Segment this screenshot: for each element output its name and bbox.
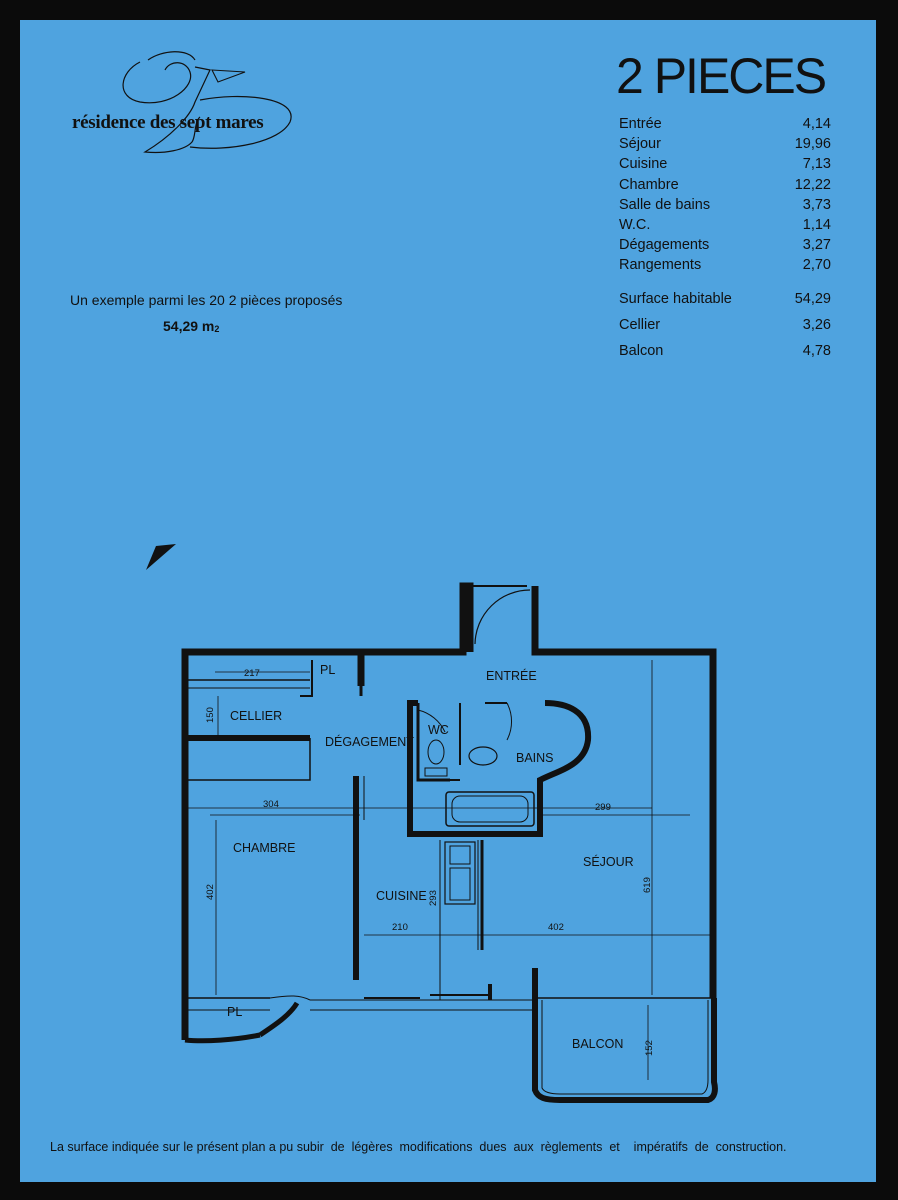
example-caption: Un exemple parmi les 20 2 pièces proposé… [70, 292, 343, 308]
summary-label: Surface habitable [619, 291, 732, 307]
summary-row: Cellier 3,26 [619, 314, 831, 340]
dim-217: 217 [244, 668, 260, 679]
brochure-sheet: résidence des sept mares 2 PIECES Entrée… [20, 20, 876, 1182]
summary-label: Cellier [619, 317, 661, 333]
room-label-sejour: SÉJOUR [583, 854, 634, 869]
area-label: Cuisine [619, 156, 668, 173]
area-value: 19,96 [794, 136, 831, 153]
area-value: 3,73 [802, 196, 831, 213]
room-label-cuisine: CUISINE [376, 889, 427, 903]
area-row: Séjour 19,96 [619, 134, 831, 154]
room-label-balcon: BALCON [572, 1037, 623, 1051]
north-arrow-icon [146, 544, 176, 570]
page-title: 2 PIECES [616, 48, 827, 104]
area-row: Chambre 12,22 [619, 175, 831, 195]
summary-value: 4,78 [802, 343, 831, 359]
area-row: Cuisine 7,13 [619, 154, 831, 174]
dim-402-bottom: 402 [548, 922, 564, 933]
area-row: W.C. 1,14 [619, 215, 831, 235]
area-row: Entrée 4,14 [619, 114, 831, 134]
logo-swirl [122, 51, 292, 154]
area-label: Séjour [619, 136, 661, 153]
summary-label: Balcon [619, 343, 664, 359]
area-value: 12,22 [794, 176, 831, 193]
dim-402-left: 402 [205, 884, 216, 900]
area-label: Dégagements [619, 237, 710, 254]
area-row: Salle de bains 3,73 [619, 195, 831, 215]
summary-row: Balcon 4,78 [619, 340, 831, 366]
dim-293: 293 [428, 890, 439, 906]
dim-152: 152 [644, 1040, 655, 1056]
area-label: Rangements [619, 257, 702, 274]
dim-304: 304 [263, 799, 279, 810]
area-value: 4,14 [802, 116, 831, 132]
area-value: 7,13 [802, 156, 831, 173]
footer-note: La surface indiquée sur le présent plan … [50, 1140, 787, 1154]
area-label: Entrée [619, 116, 662, 132]
room-label-wc: WC [428, 723, 449, 737]
dim-210: 210 [392, 922, 408, 933]
room-label-entree: ENTRÉE [486, 668, 537, 683]
area-value: 2,70 [802, 257, 831, 274]
room-label-pl-top: PL [320, 663, 335, 677]
brand-name: résidence des sept mares [72, 112, 264, 133]
area-row: Dégagements 3,27 [619, 235, 831, 255]
summary-table: Surface habitable 54,29 Cellier 3,26 Balco… [619, 288, 831, 366]
area-label: W.C. [619, 216, 651, 233]
area-row: Rangements 2,70 [619, 255, 831, 275]
dim-619: 619 [642, 877, 653, 893]
summary-value: 3,26 [802, 317, 831, 333]
dim-150: 150 [205, 707, 216, 723]
area-value: 3,27 [802, 237, 831, 254]
room-label-chambre: CHAMBRE [233, 841, 296, 855]
room-label-cellier: CELLIER [230, 709, 282, 723]
area-table: Entrée 4,14 Séjour 19,96 Cuisine 7,13 Chamb… [619, 114, 831, 276]
floor-plan: ENTRÉE CELLIER DÉGAGEMENT WC BAINS CHAMB… [146, 544, 718, 1103]
area-label: Salle de bains [619, 196, 711, 213]
area-label: Chambre [619, 176, 679, 193]
dim-299: 299 [595, 802, 611, 813]
room-label-bains: BAINS [516, 751, 554, 765]
example-area: 54,29 m2 [163, 318, 220, 334]
summary-value: 54,29 [794, 291, 831, 307]
room-label-pl-bottom: PL [227, 1005, 242, 1019]
room-label-degagement: DÉGAGEMENT [325, 734, 414, 749]
area-value: 1,14 [802, 216, 831, 233]
summary-row: Surface habitable 54,29 [619, 288, 831, 314]
